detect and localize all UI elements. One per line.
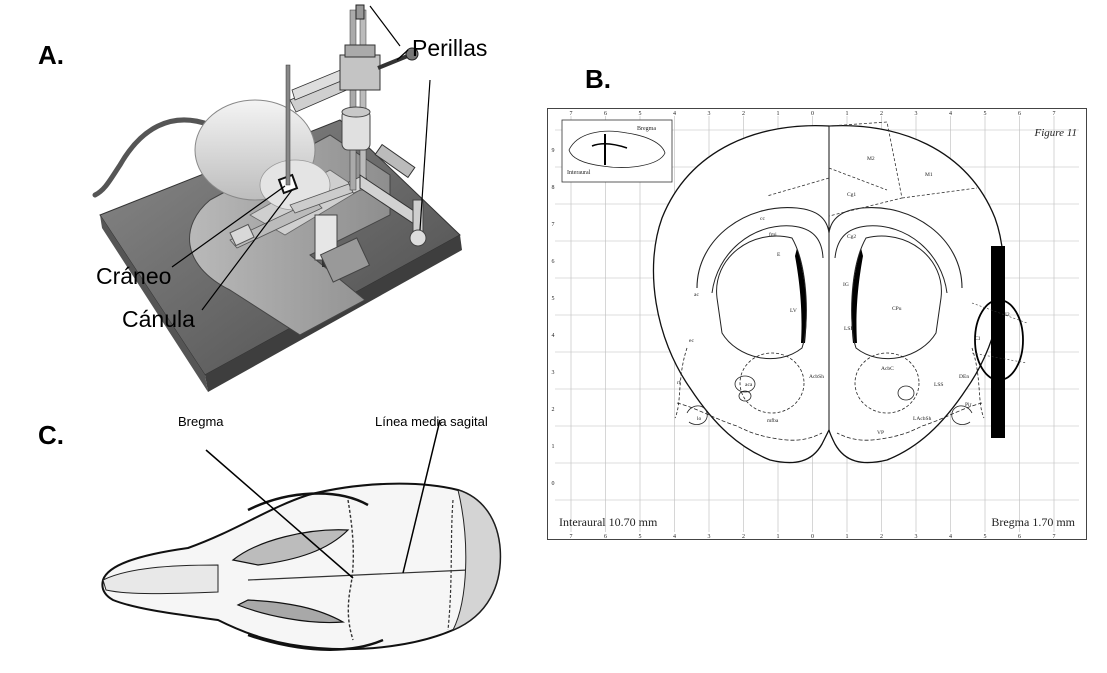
tick-label-top: 3 [915,111,918,117]
tick-label-left: 5 [552,296,555,302]
region-label-den: DEn [959,374,969,380]
region-label-lacbsh: LAcbSh [913,416,932,422]
region-label-lsi: LSI [844,326,852,332]
region-label-vp: VP [877,430,884,436]
region-label-cg2: Cg2 [847,234,856,240]
region-label-acbc: AcbC [881,366,894,372]
tick-label-top: 0 [811,111,814,117]
tick-label-top: 4 [949,111,952,117]
label-bregma: Bregma [178,414,224,429]
tick-label-top: 2 [880,111,883,117]
vertical-post-right [350,10,356,190]
tick-label-left: 9 [552,148,555,154]
region-label-lv: LV [790,308,797,314]
region-label-cl: Cl [975,336,981,342]
tick-label-top: 1 [846,111,849,117]
tick-label-left: 1 [552,444,555,450]
tick-label-left: 4 [552,333,555,339]
region-label-ec: ec [689,338,694,344]
skull-outline [102,484,500,649]
tick-label-top: 7 [1053,111,1056,117]
tick-label-top: 4 [673,111,676,117]
tick-label-bottom: 7 [570,534,573,540]
region-label-lss: LSS [934,382,943,388]
tick-label-bottom: 4 [673,534,676,540]
panel-letter-c: C. [38,420,64,451]
knob-lower [410,230,426,246]
atlas-interaural-caption: Interaural 10.70 mm [559,515,658,529]
tick-label-left: 7 [552,222,555,228]
brain-atlas: 7 6 5 4 3 2 1 0 1 2 3 4 5 6 7 7 6 5 4 3 2 1 0 1 2 3 4 5 6 7 9 8 7 6 5 4 3 2… [547,108,1087,540]
tick-label-bottom: 6 [604,534,607,540]
tick-label-bottom: 5 [639,534,642,540]
tick-label-bottom: 3 [915,534,918,540]
tick-label-bottom: 2 [742,534,745,540]
region-label-cg1: Cg1 [847,192,856,198]
region-label-m1: M1 [925,172,933,178]
region-label-cc: cc [760,216,765,222]
cannula-track [991,246,1005,438]
tick-label-bottom: 2 [880,534,883,540]
sagittal-inset: Interaural Bregma [562,120,672,182]
tick-label-top: 5 [984,111,987,117]
tick-label-top: 2 [742,111,745,117]
tick-label-bottom: 1 [777,534,780,540]
tick-label-top: 5 [639,111,642,117]
region-label-acbsh: AcbSh [809,374,824,380]
leader-knobs-1 [370,6,400,46]
tick-label-top: 1 [777,111,780,117]
region-label-mfba: mfba [767,417,779,424]
tick-label-bottom: 7 [1053,534,1056,540]
tick-label-left: 0 [552,481,555,487]
tick-label-bottom: 0 [811,534,814,540]
tick-label-bottom: 1 [846,534,849,540]
panel-letter-b: B. [585,64,611,95]
tick-label-top: 6 [604,111,607,117]
region-label-lo: lo [697,416,702,422]
region-label-ac: ac [694,292,699,298]
region-label-cpu: CPu [892,306,902,312]
inset-interaural: Interaural [567,170,591,176]
tick-label-bottom: 6 [1018,534,1021,540]
atlas-bregma-caption: Bregma 1.70 mm [991,515,1075,529]
label-cannula: Cánula [122,306,195,333]
region-label-i2: I2 [1005,312,1010,318]
tick-label-left: 6 [552,259,555,265]
atlas-figure-label: Figure 11 [1034,127,1077,139]
tick-label-left: 3 [552,370,555,376]
tick-label-top: 7 [570,111,573,117]
region-label-m2: M2 [867,156,875,162]
region-label-rf: rf [677,379,681,386]
region-label-fmi: fmi [769,231,777,238]
region-label-aca: aca [745,382,753,388]
label-knobs: Perillas [412,35,487,62]
region-label-ig: IG [843,282,849,288]
vertical-post-left [286,65,290,185]
tick-label-left: 8 [552,185,555,191]
skull-illustration [98,430,518,670]
label-skull: Cráneo [96,263,171,290]
inset-bregma: Bregma [637,126,656,132]
tick-label-bottom: 5 [984,534,987,540]
label-midline: Línea media sagital [375,414,488,429]
region-label-pir: Pir [965,402,972,408]
tick-label-top: 6 [1018,111,1021,117]
tick-label-bottom: 3 [708,534,711,540]
tick-label-bottom: 4 [949,534,952,540]
tick-label-top: 3 [708,111,711,117]
tick-label-left: 2 [552,407,555,413]
